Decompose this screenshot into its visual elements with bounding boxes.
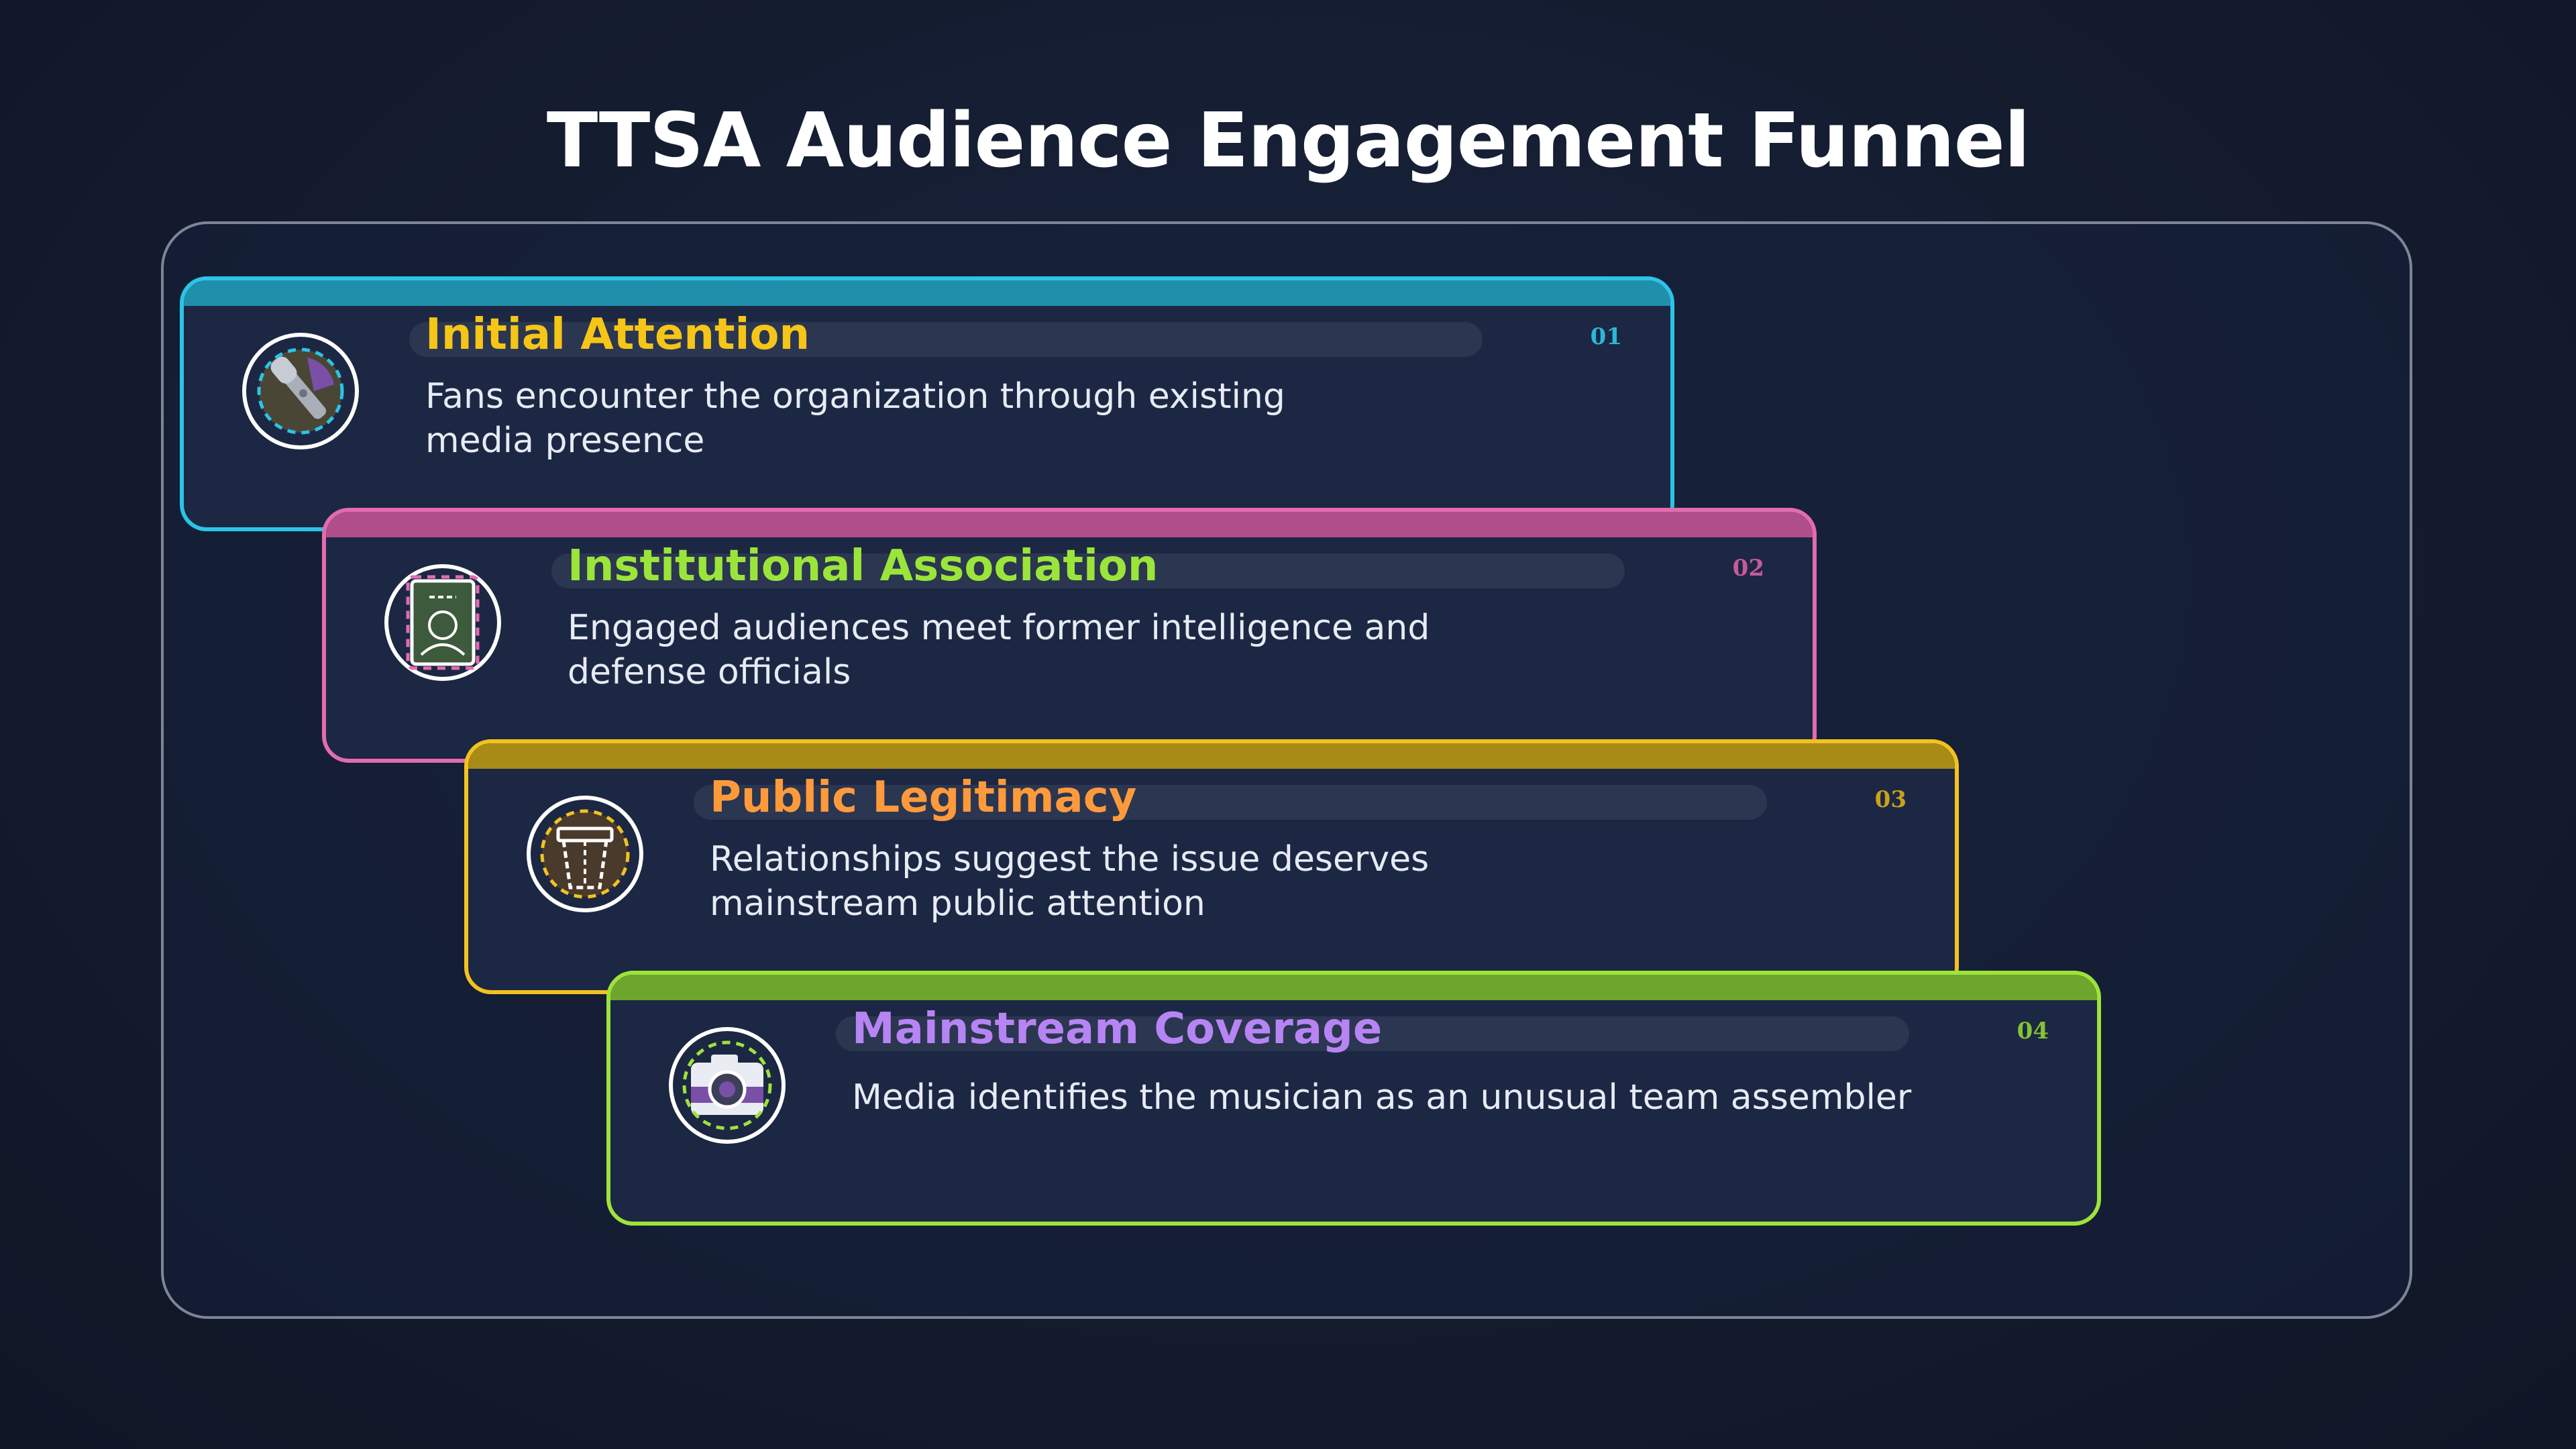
stage-description: Relationships suggest the issue deserves…: [710, 839, 1430, 924]
stage-number: 02: [1732, 555, 1764, 582]
stage-card-header-bar: [610, 975, 2097, 1000]
stage-title-pill: [836, 1016, 1909, 1051]
stage-card-1: Initial Attention 01 Fans encounter the …: [180, 276, 1674, 531]
stage-description: Fans encounter the organization through …: [425, 376, 1285, 461]
stage-card-4: Mainstream Coverage 04 Media identifies …: [606, 971, 2101, 1226]
stage-number: 04: [2017, 1018, 2049, 1044]
stage-title: Institutional Association: [568, 541, 1159, 591]
stage-number: 03: [1874, 786, 1907, 813]
stage-card-header-bar: [184, 280, 1670, 306]
stage-description: Media identifies the musician as an unus…: [852, 1077, 1912, 1118]
stage-title-pill: [551, 553, 1625, 588]
camera-icon: [669, 1027, 786, 1144]
stage-number: 01: [1590, 323, 1622, 350]
stage-title: Mainstream Coverage: [852, 1004, 1383, 1054]
stage-description: Engaged audiences meet former intelligen…: [568, 608, 1430, 692]
stage-card-2: Institutional Association 02 Engaged aud…: [322, 508, 1817, 763]
id-badge-icon: [384, 564, 501, 681]
page-title: TTSA Audience Engagement Funnel: [546, 97, 2030, 184]
stage-card-3: Public Legitimacy 03 Relationships sugge…: [464, 739, 1959, 994]
stage-card-header-bar: [468, 743, 1955, 769]
podium-icon: [527, 796, 643, 912]
stage-title-pill: [409, 322, 1483, 357]
stage-title: Initial Attention: [425, 310, 810, 360]
stage-card-header-bar: [326, 512, 1813, 537]
microphone-icon: [242, 333, 359, 449]
stage-title-pill: [694, 785, 1767, 820]
stage-title: Public Legitimacy: [710, 773, 1137, 822]
